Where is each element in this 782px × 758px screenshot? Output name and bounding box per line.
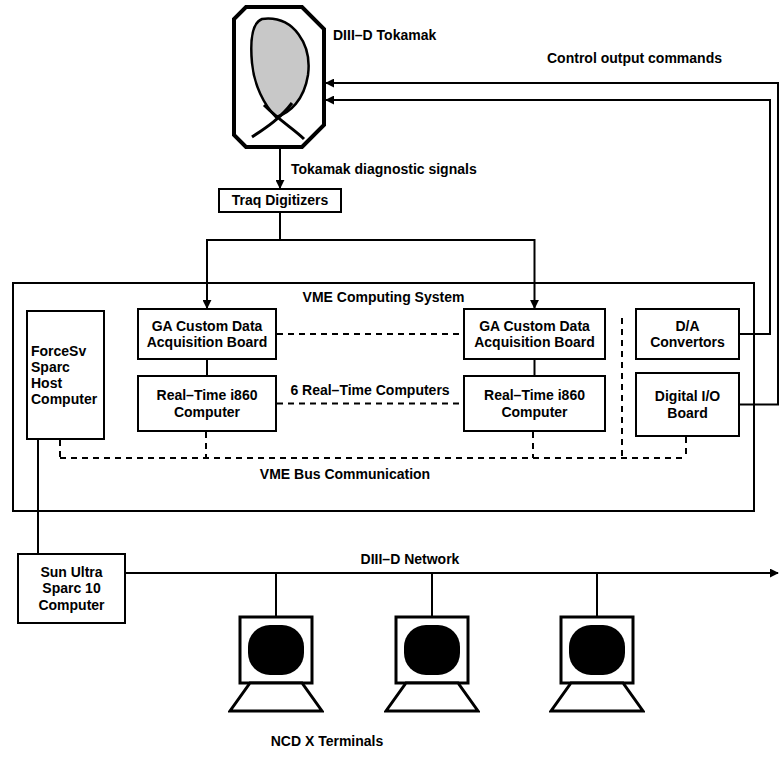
computer-box: Sun Ultra Sparc 10 Computer (17, 553, 126, 624)
bus-label: VME Bus Communication (258, 466, 432, 482)
edge-label: Tokamak diagnostic signals (289, 161, 479, 177)
tokamak-figure: DIII–D Tokamak (232, 5, 326, 149)
dashed-link (277, 403, 463, 405)
box-label: D/A Convertors (640, 318, 735, 350)
connector (206, 360, 208, 375)
network-label: DIII–D Network (359, 551, 462, 567)
box-label: Real–Time i860 Computer (142, 387, 272, 419)
dashed-link (277, 333, 463, 335)
device-label: DIII–D Tokamak (333, 27, 436, 43)
edge-label: Control output commands (545, 50, 724, 66)
terminal-icon (386, 617, 478, 711)
connector (534, 360, 536, 375)
terminals-label: NCD X Terminals (269, 733, 386, 749)
group-title: VME Computing System (14, 289, 753, 305)
io-group-line (621, 318, 623, 458)
edge-label: 6 Real–Time Computers (288, 382, 451, 398)
network-drop (431, 573, 433, 617)
tokamak-outline (232, 5, 326, 149)
computer-box: Real–Time i860 Computer (137, 375, 277, 432)
connector (279, 149, 281, 188)
connector (326, 83, 778, 405)
terminal-icon (230, 617, 322, 711)
board-box: GA Custom Data Acquisition Board (463, 308, 606, 360)
vme-bus (60, 318, 686, 458)
converter-box: D/A Convertors (635, 308, 740, 360)
vessel-wall (234, 7, 324, 147)
divertor-legs (252, 103, 304, 139)
bus-line (60, 457, 686, 459)
io-board-box: Digital I/O Board (635, 372, 740, 437)
box-label: GA Custom Data Acquisition Board (468, 318, 601, 350)
bus-drop (685, 437, 687, 458)
computer-box: ForceSv Sparc Host Computer (26, 310, 105, 440)
box-label: Sun Ultra Sparc 10 Computer (22, 564, 121, 612)
network-drop (596, 573, 598, 617)
bus-drop (205, 432, 207, 458)
terminal-icon (551, 617, 643, 711)
network-drop (275, 573, 277, 617)
box-label: Traq Digitizers (232, 192, 328, 208)
network-line (124, 572, 778, 574)
box-label: Digital I/O Board (640, 388, 735, 420)
box-label: GA Custom Data Acquisition Board (142, 318, 272, 350)
plasma-shape (251, 19, 308, 117)
computer-box: Real–Time i860 Computer (463, 375, 606, 432)
box-label: ForceSv Sparc Host Computer (31, 343, 100, 407)
connector (37, 440, 39, 553)
board-box: GA Custom Data Acquisition Board (137, 308, 277, 360)
connector (207, 213, 280, 308)
process-box: Traq Digitizers (218, 188, 342, 213)
network (124, 573, 778, 617)
bus-drop (59, 440, 61, 458)
bus-drop (532, 432, 534, 458)
box-label: Real–Time i860 Computer (468, 387, 601, 419)
